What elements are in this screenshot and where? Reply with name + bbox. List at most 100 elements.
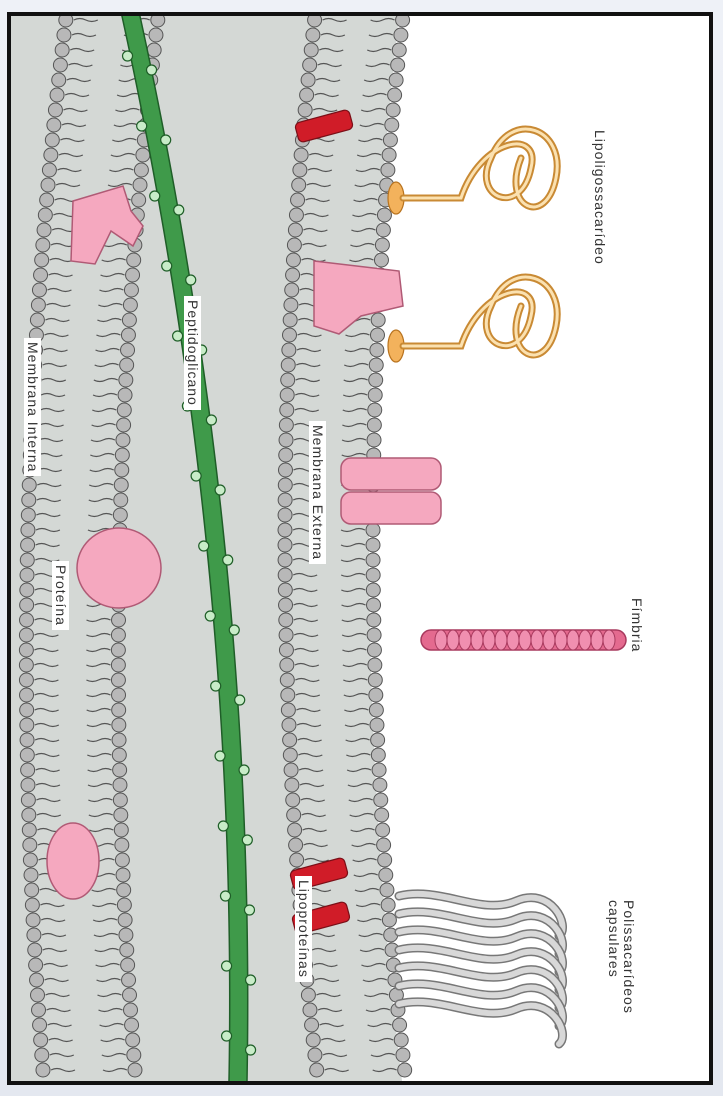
outer-lipid-head <box>377 838 391 852</box>
inner-lipid-head <box>19 643 33 657</box>
outer-lipid-head <box>289 208 303 222</box>
outer-lipid-head <box>278 508 292 522</box>
inner-lipid-head <box>111 673 125 687</box>
outer-lipid-head <box>368 658 382 672</box>
outer-lipid-head <box>369 688 383 702</box>
peptidoglycan-crosslink <box>206 415 216 425</box>
inner-lipid-head <box>27 928 41 942</box>
inner-lipid-head <box>126 1033 140 1047</box>
outer-lipid-head <box>374 253 388 267</box>
outer-lipid-head <box>366 583 380 597</box>
outer-lipid-head <box>376 823 390 837</box>
inner-lipid-head <box>31 988 45 1002</box>
inner-lipid-head <box>45 133 59 147</box>
inner-lipid-head <box>134 163 148 177</box>
inner-lipid-head <box>29 958 43 972</box>
outer-lipid-head <box>398 1063 412 1077</box>
inner-lipid-head <box>127 253 141 267</box>
inner-lipid-head <box>147 43 161 57</box>
outer-lipid-head <box>367 628 381 642</box>
inner-lipid-head <box>20 583 34 597</box>
inner-lipid-head <box>112 703 126 717</box>
outer-lipid-head <box>281 373 295 387</box>
inner-lipid-head <box>22 808 36 822</box>
outer-lipid-head <box>300 88 314 102</box>
inner-lipid-head <box>36 1063 50 1077</box>
inner-lipid-head <box>20 568 34 582</box>
peptidoglycan-crosslink <box>150 191 160 201</box>
inner-lipid-head <box>38 208 52 222</box>
inner-lipid-head <box>22 493 36 507</box>
inner-lipid-head <box>21 793 35 807</box>
outer-lipid-head <box>369 703 383 717</box>
peptidoglycan-crosslink <box>186 275 196 285</box>
outer-lipid-head <box>375 808 389 822</box>
outer-lipid-head <box>386 103 400 117</box>
outer-lipid-head <box>367 643 381 657</box>
inner-lipid-head <box>120 358 134 372</box>
inner-lipid-head <box>52 73 66 87</box>
fimbria-segment <box>507 630 519 650</box>
outer-lipid-head <box>368 673 382 687</box>
outer-lipid-head <box>396 1048 410 1062</box>
outer-lipid-head <box>278 583 292 597</box>
label-membrana-interna: Membrana Interna <box>24 338 41 476</box>
inner-lipid-head <box>22 823 36 837</box>
inner-lipid-head <box>32 283 46 297</box>
inner-lipid-head <box>41 178 55 192</box>
peptidoglycan-crosslink <box>215 485 225 495</box>
outer-lipid-head <box>286 253 300 267</box>
outer-lipid-head <box>287 808 301 822</box>
fimbria-segment <box>447 630 459 650</box>
inner-lipid-head <box>121 958 135 972</box>
inner-lipid-head <box>122 313 136 327</box>
outer-lipid-head <box>392 43 406 57</box>
outer-lipid-head <box>367 613 381 627</box>
outer-lipid-head <box>303 1003 317 1017</box>
inner-lipid-head <box>20 598 34 612</box>
inner-lipid-head <box>19 658 33 672</box>
outer-lipid-head <box>385 118 399 132</box>
outer-lipid-head <box>382 913 396 927</box>
inner-lipid-head <box>20 613 34 627</box>
inner-lipid-head <box>19 628 33 642</box>
outer-lipid-head <box>310 1063 324 1077</box>
outer-lipid-head <box>279 613 293 627</box>
inner-lipid-head <box>114 823 128 837</box>
outer-lipid-head <box>368 388 382 402</box>
inner-lipid-head <box>55 43 69 57</box>
peptidoglycan-crosslink <box>123 51 133 61</box>
inner-lipid-head <box>20 688 34 702</box>
inner-lipid-head <box>151 16 165 27</box>
inner-lipid-head <box>126 268 140 282</box>
lipooligosaccharide-chain-1 <box>403 129 557 207</box>
inner-lipid-head <box>23 853 37 867</box>
label-lipooligo: Lipoligossacarídeo <box>591 126 608 269</box>
inner-lipid-head <box>117 418 131 432</box>
peptidoglycan-crosslink <box>205 611 215 621</box>
outer-lipid-head <box>306 28 320 42</box>
label-peptidoglicano: Peptidoglicano <box>184 296 201 410</box>
outer-lipid-head <box>371 733 385 747</box>
inner-lipid-head <box>35 253 49 267</box>
outer-lipid-head <box>284 763 298 777</box>
inner-lipid-head <box>20 718 34 732</box>
peptidoglycan-crosslink <box>199 541 209 551</box>
outer-lipid-head <box>282 343 296 357</box>
inner-lipid-head <box>20 748 34 762</box>
inner-lipid-head <box>26 913 40 927</box>
peptidoglycan-crosslink <box>218 821 228 831</box>
outer-lipid-head <box>391 58 405 72</box>
fimbria-segment <box>543 630 555 650</box>
outer-lipid-head <box>301 73 315 87</box>
outer-lipid-head <box>286 268 300 282</box>
outer-lipid-head <box>373 778 387 792</box>
inner-lipid-head <box>40 193 54 207</box>
inner-lipid-head <box>119 373 133 387</box>
outer-lipid-head <box>280 658 294 672</box>
peptidoglycan-crosslink <box>147 65 157 75</box>
outer-lipid-head <box>279 418 293 432</box>
inner-lipid-head <box>24 868 38 882</box>
inner-lipid-head <box>34 1033 48 1047</box>
inner-lipid-head <box>119 928 133 942</box>
